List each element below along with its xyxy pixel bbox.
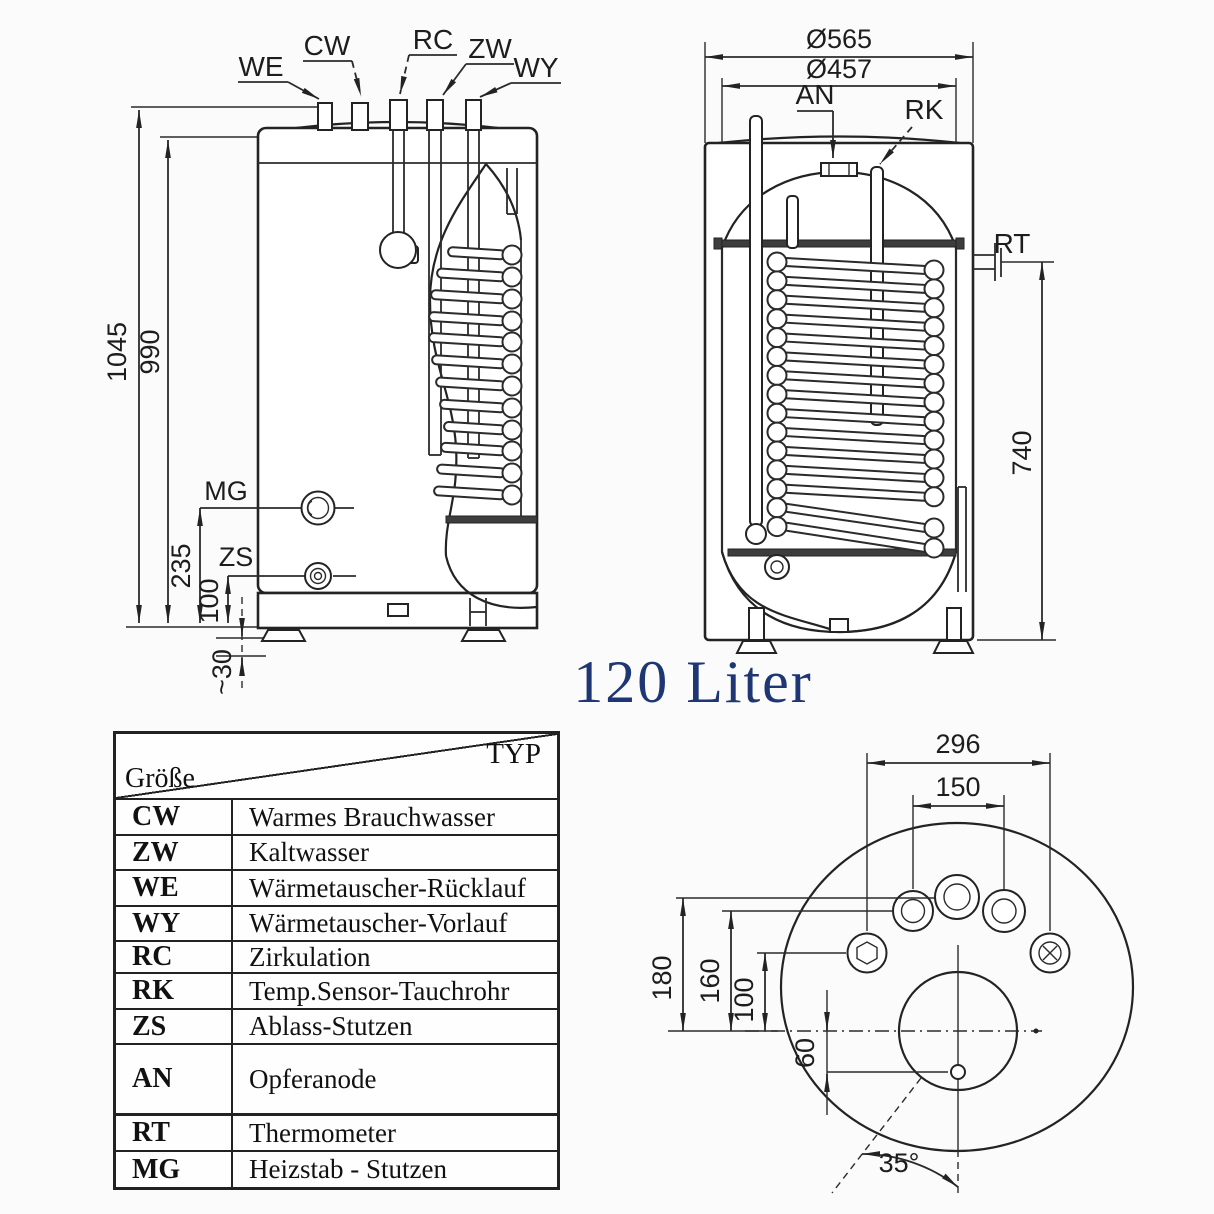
foot-left-section: [735, 640, 778, 654]
anode-rod: [749, 115, 763, 527]
dim-vessel-diameter: Ø457: [806, 54, 872, 84]
drain-fitting: [764, 554, 790, 580]
sensor-hole: [379, 231, 417, 269]
anode-rod-cap: [745, 523, 767, 545]
foot-right: [460, 629, 507, 642]
dim-zs-height: 100: [194, 578, 224, 623]
tank-top-circle: [779, 821, 1135, 1153]
legend-row-cw: CW Warmes Brauchwasser: [116, 800, 557, 836]
label-rc: RC: [413, 24, 453, 55]
legend-row-zw: ZW Kaltwasser: [116, 836, 557, 871]
legend-value: Ablass-Stutzen: [249, 1011, 413, 1041]
legend-key: MG: [116, 1152, 233, 1187]
legend-value: Warmes Brauchwasser: [249, 801, 495, 832]
legend-row-mg: MG Heizstab - Stutzen: [116, 1152, 557, 1187]
legend-row-zs: ZS Ablass-Stutzen: [116, 1010, 557, 1045]
foot-right-section: [932, 640, 975, 654]
top-view-ports: [846, 874, 1071, 974]
heat-exchanger-coil: [428, 244, 523, 506]
an-boss: [820, 162, 858, 177]
dim-inner-span: 150: [935, 772, 980, 802]
legend-header-typ: TYP: [486, 738, 541, 770]
dim-foot-clearance: ~30: [207, 649, 237, 695]
legend-key: ZS: [116, 1010, 233, 1043]
legend-value: Kaltwasser: [249, 837, 369, 867]
legend-row-rc: RC Zirkulation: [116, 941, 557, 974]
pipe-stub: [786, 195, 799, 249]
top-view: 296 150 180 160 100 60 35°: [647, 729, 1135, 1198]
legend-header: TYP Größe: [116, 734, 557, 800]
capacity-title: 120 Liter: [573, 649, 813, 715]
section-view: Ø565 Ø457: [703, 24, 1056, 654]
legend-value: Zirkulation: [249, 941, 371, 972]
section-coil: [766, 251, 945, 559]
dim-outer-diameter: Ø565: [806, 24, 872, 54]
dim-total-height: 1045: [102, 322, 132, 382]
legend-value: Heizstab - Stutzen: [249, 1154, 447, 1184]
label-cw: CW: [304, 30, 351, 61]
foot-left: [260, 629, 307, 642]
label-mg: MG: [204, 476, 248, 506]
legend-key: RC: [116, 941, 233, 972]
label-zs: ZS: [219, 542, 254, 572]
mg-fitting: [200, 490, 354, 526]
dim-angle: 35°: [879, 1148, 920, 1178]
legend-row-an: AN Opferanode: [116, 1045, 557, 1116]
legend-key: RT: [116, 1116, 233, 1150]
dim-coil-height: 740: [1007, 430, 1037, 475]
dim-offset-180: 180: [647, 955, 677, 1000]
legend-header-groesse: Größe: [125, 763, 195, 794]
legend-key: WE: [116, 871, 233, 905]
dim-outer-span: 296: [935, 729, 980, 759]
dim-offset-160: 160: [695, 958, 725, 1003]
legend-value: Thermometer: [249, 1117, 396, 1148]
dim-body-height: 990: [135, 329, 165, 374]
inner-vessel: [713, 170, 965, 634]
legend-value: Temp.Sensor-Tauchrohr: [249, 975, 510, 1006]
legend-row-we: WE Wärmetauscher-Rücklauf: [116, 871, 557, 907]
top-connection-pipes: [317, 99, 482, 131]
label-rt: RT: [994, 228, 1031, 259]
base-bracket-right: [946, 607, 962, 641]
label-we: WE: [238, 51, 283, 82]
side-view: 1045 990 235 100 ~30: [102, 24, 561, 695]
tank-outline: [256, 120, 539, 630]
label-wy: WY: [513, 52, 558, 83]
rk-sensor-tube: [870, 166, 884, 426]
legend-value: Wärmetauscher-Vorlauf: [249, 908, 508, 938]
base-bracket-left: [748, 607, 765, 641]
legend-row-rt: RT Thermometer: [116, 1116, 557, 1152]
legend-row-rk: RK Temp.Sensor-Tauchrohr: [116, 974, 557, 1010]
legend-key: CW: [116, 800, 233, 834]
label-rk: RK: [905, 94, 944, 125]
label-zw: ZW: [468, 33, 512, 64]
legend-value: Opferanode: [249, 1063, 377, 1094]
legend-key: RK: [116, 974, 233, 1008]
legend-key: WY: [116, 907, 233, 940]
legend-value: Wärmetauscher-Rücklauf: [249, 872, 526, 903]
dim-drain-offset: 60: [790, 1038, 820, 1068]
legend-key: AN: [116, 1045, 233, 1113]
legend-table: TYP Größe CW Warmes Brauchwasser ZW Kalt…: [113, 731, 560, 1190]
legend-key: ZW: [116, 836, 233, 869]
flange-drain-mark: [950, 1064, 966, 1080]
zs-fitting: [228, 562, 356, 590]
dim-offset-100: 100: [729, 977, 759, 1022]
dim-mg-height: 235: [166, 543, 196, 588]
base-tab: [829, 618, 849, 633]
label-an: AN: [796, 79, 835, 110]
legend-row-wy: WY Wärmetauscher-Vorlauf: [116, 907, 557, 942]
